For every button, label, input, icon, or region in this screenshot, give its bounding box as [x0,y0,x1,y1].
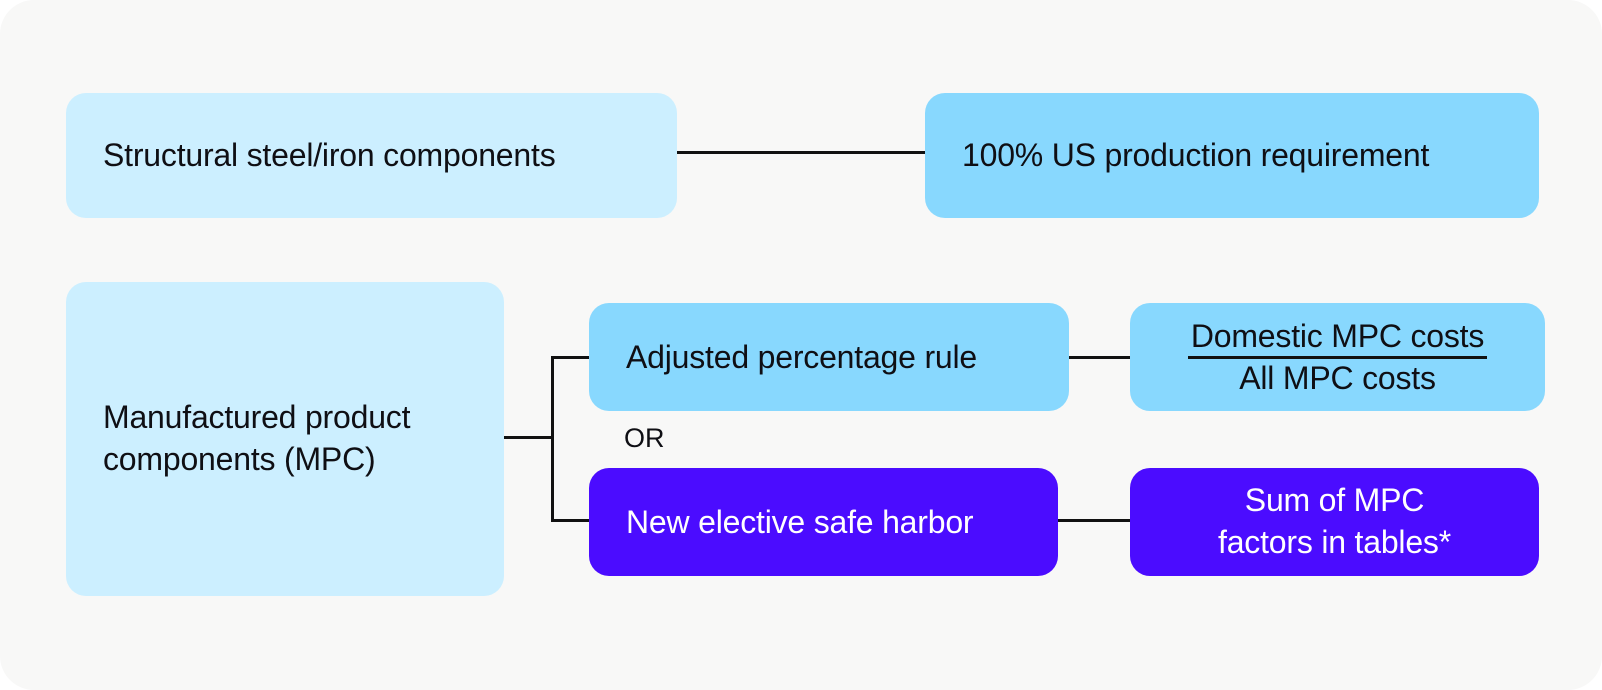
node-sum-factors-line2: factors in tables* [1218,524,1451,560]
node-us-production-requirement: 100% US production requirement [925,93,1539,218]
node-structural-steel-label: Structural steel/iron components [103,137,556,173]
connector-branch-to-adjusted [551,356,589,359]
cost-fraction: Domestic MPC costs All MPC costs [1187,317,1488,397]
node-structural-steel: Structural steel/iron components [66,93,677,218]
fraction-denominator: All MPC costs [1239,359,1436,396]
node-adjusted-label: Adjusted percentage rule [626,338,977,375]
connector-safe-harbor-to-sum [1058,519,1130,522]
node-sum-of-mpc-factors: Sum of MPC factors in tables* [1130,468,1539,576]
connector-branch-to-safe-harbor [551,519,589,522]
node-safe-harbor-label: New elective safe harbor [626,503,974,540]
node-cost-fraction: Domestic MPC costs All MPC costs [1130,303,1545,411]
connector-adjusted-to-fraction [1069,356,1130,359]
connector-mpc-stem [504,436,553,439]
connector-branch-vertical [551,356,554,522]
fraction-numerator: Domestic MPC costs [1187,317,1488,359]
node-manufactured-product-components: Manufactured product components (MPC) [66,282,504,596]
node-sum-factors-text: Sum of MPC factors in tables* [1218,480,1451,563]
node-us-production-label: 100% US production requirement [962,137,1430,173]
node-adjusted-percentage-rule: Adjusted percentage rule [589,303,1069,411]
connector-structural-to-requirement [677,151,925,154]
node-new-elective-safe-harbor: New elective safe harbor [589,468,1058,576]
node-sum-factors-line1: Sum of MPC [1244,482,1425,519]
node-mpc-label: Manufactured product components (MPC) [103,399,411,477]
or-label: OR [624,423,665,453]
